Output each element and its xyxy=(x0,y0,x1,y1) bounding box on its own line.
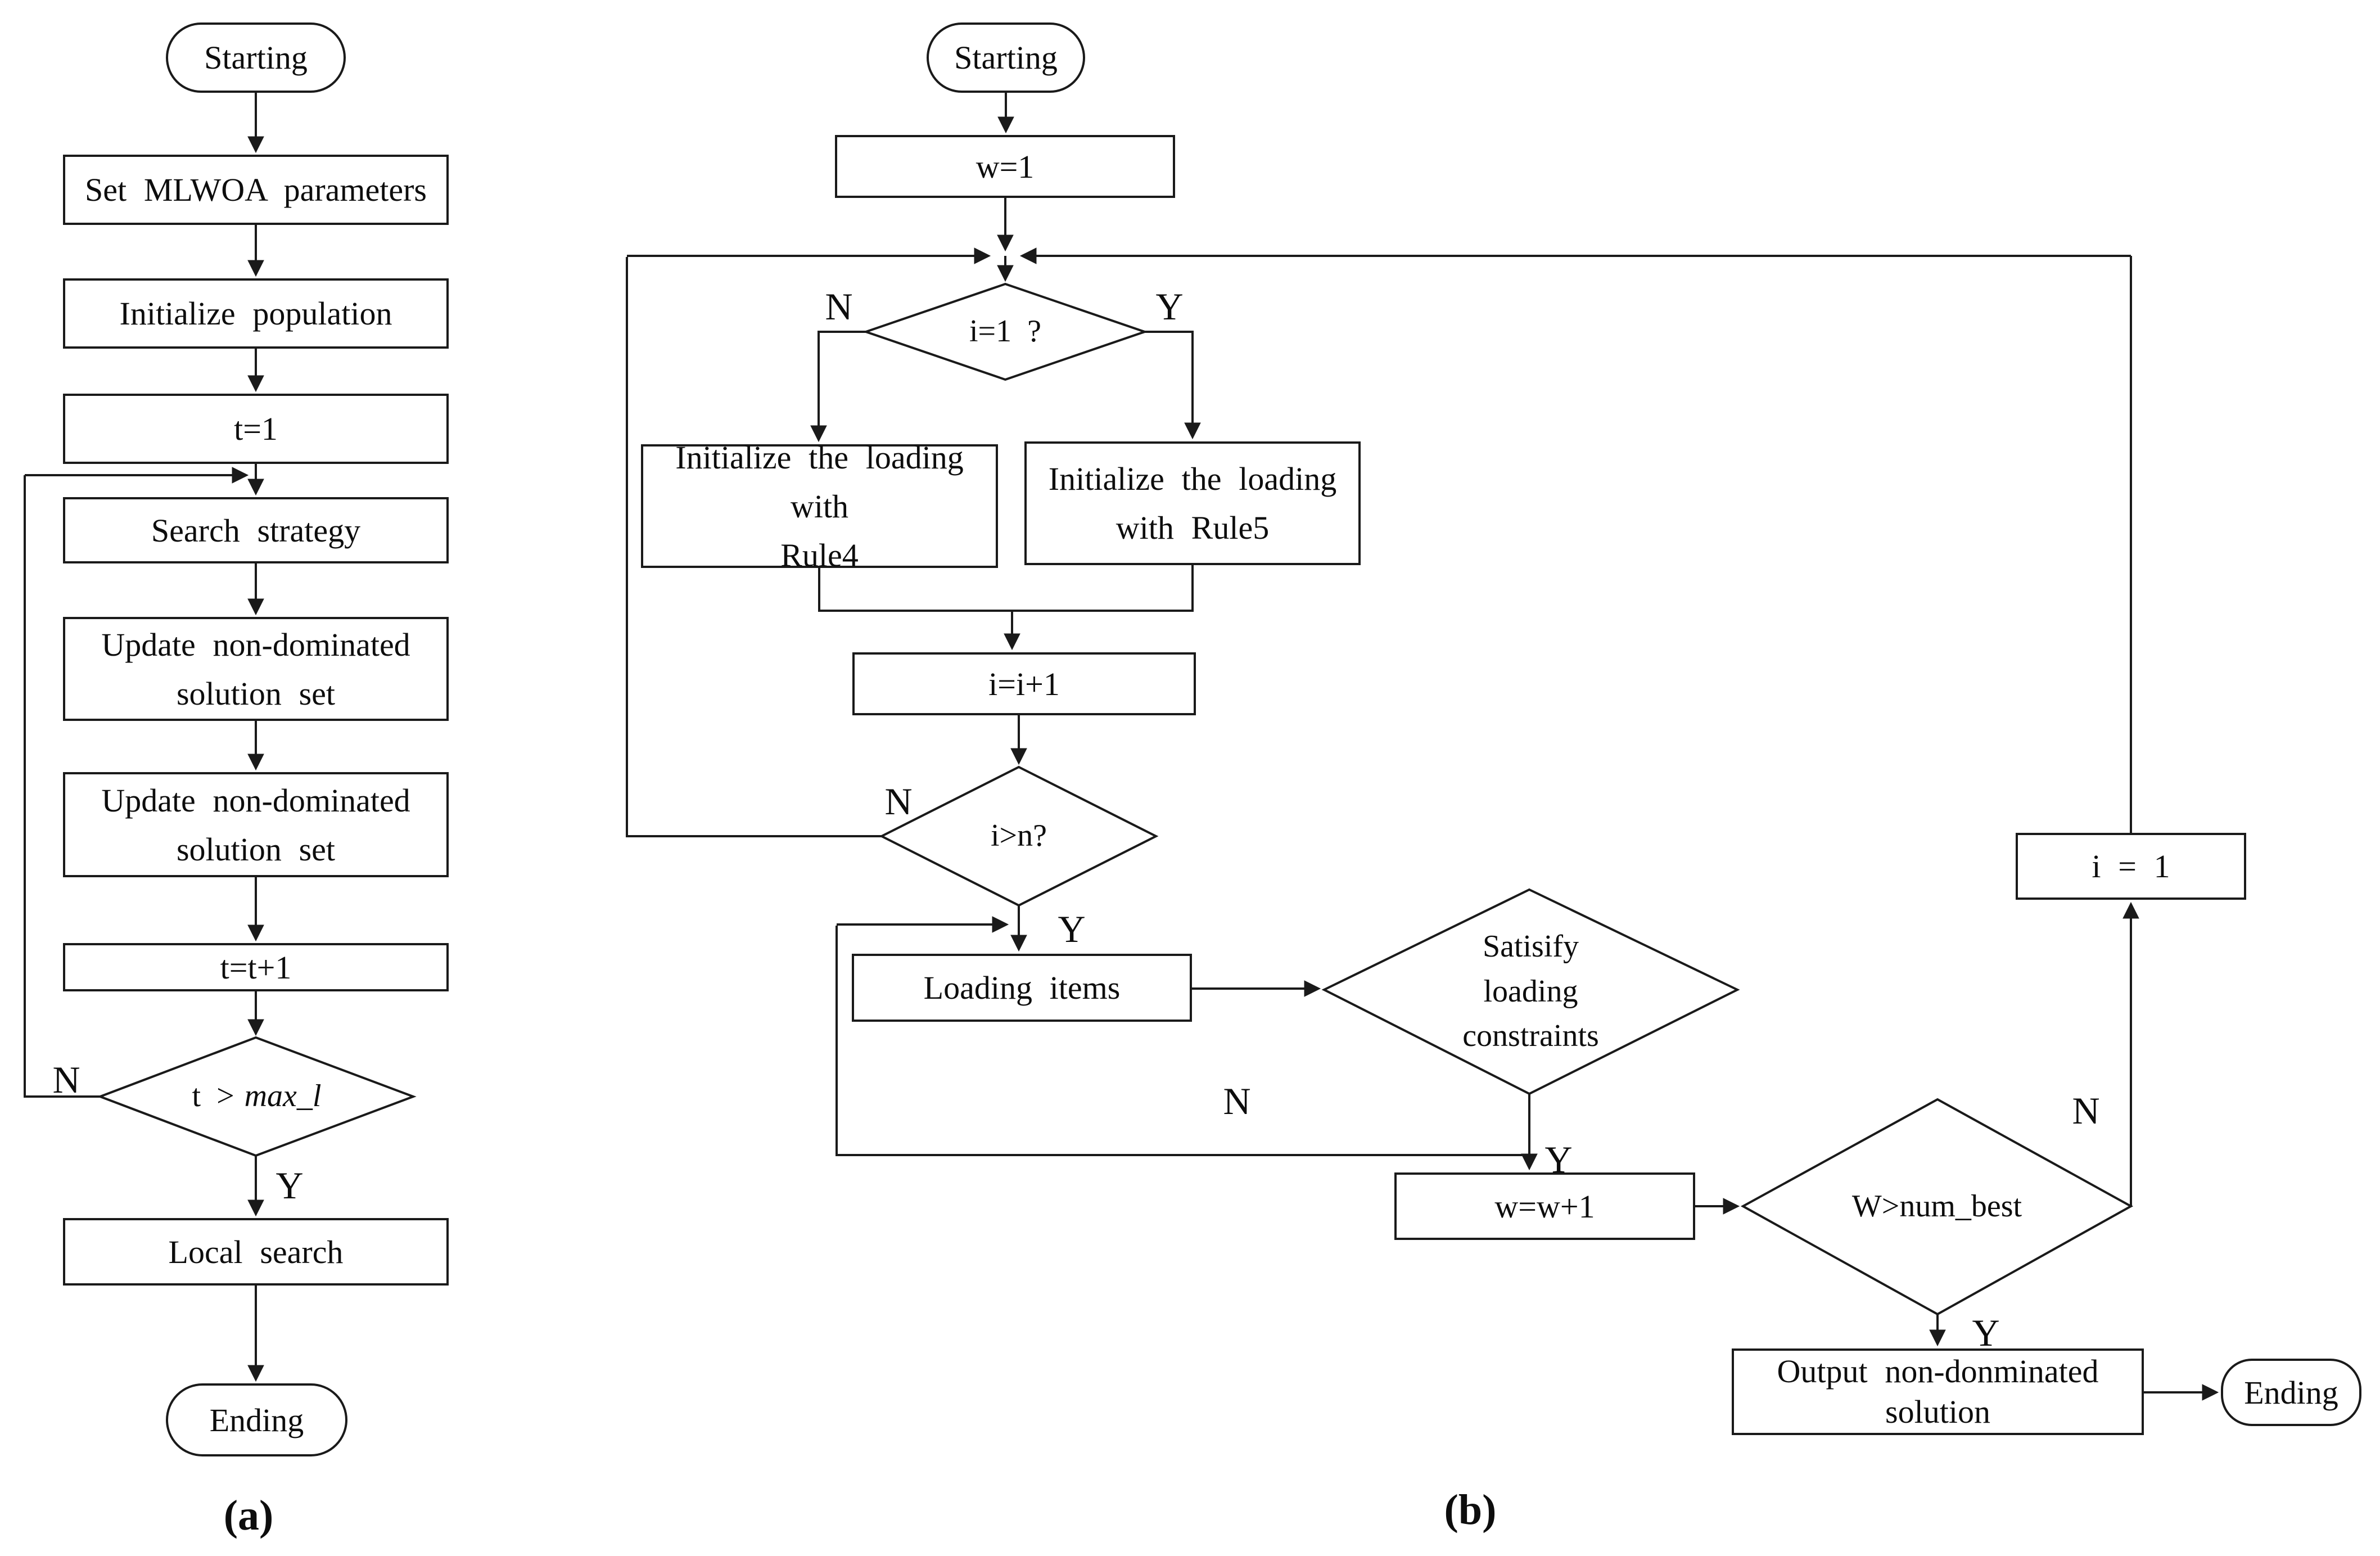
label-b-i1-y-text: Y xyxy=(1155,285,1184,328)
caption-panel-a-text: (a) xyxy=(223,1491,274,1539)
diamond-b-satisfy-shape xyxy=(1321,888,1740,1095)
label-a-y: Y xyxy=(261,1163,318,1208)
diamond-b-i-gt-n-text: i>n? xyxy=(991,818,1047,854)
cond-a-variable: max_l xyxy=(244,1079,322,1114)
node-b-w-init-label: w=1 xyxy=(976,148,1035,185)
node-a-start-label: Starting xyxy=(204,39,308,76)
node-b-i-inc: i=i+1 xyxy=(852,652,1196,715)
label-a-n: N xyxy=(38,1057,94,1102)
caption-panel-b-text: (b) xyxy=(1444,1486,1497,1534)
node-a-update-1: Update non-dominated solution set xyxy=(63,617,449,721)
node-a-update-1-line2: solution set xyxy=(176,675,336,712)
node-b-rule4-line2: Rule4 xyxy=(780,536,859,574)
diamond-b-i-eq-1-label: i=1 ? xyxy=(866,284,1145,380)
label-b-sat-n: N xyxy=(1209,1079,1265,1124)
node-a-start: Starting xyxy=(166,22,346,93)
node-a-update-2-line1: Update non-dominated xyxy=(101,782,410,819)
node-b-rule5-line1: Initialize the loading xyxy=(1048,461,1337,497)
diamond-b-w-num-best-label: W>num_best xyxy=(1743,1099,2131,1314)
edge-b-sat-n-loop xyxy=(836,926,1529,1156)
node-b-start-label: Starting xyxy=(954,39,1058,76)
node-a-local-search: Local search xyxy=(63,1218,449,1286)
node-b-rule5-line2: with Rule5 xyxy=(1116,509,1270,546)
caption-panel-b: (b) xyxy=(1414,1482,1527,1538)
label-b-i1-n-text: N xyxy=(825,285,853,328)
node-a-local-search-label: Local search xyxy=(168,1233,344,1270)
caption-panel-a: (a) xyxy=(192,1487,305,1544)
node-a-search-strategy: Search strategy xyxy=(63,497,449,563)
node-a-search-strategy-label: Search strategy xyxy=(151,512,361,549)
node-b-start: Starting xyxy=(927,22,1085,93)
node-b-rule4: Initialize the loading with Rule4 xyxy=(641,439,998,574)
edge-b-i1-n-rule4 xyxy=(810,331,866,443)
node-a-set-params-label: Set MLWOA parameters xyxy=(84,172,427,208)
node-b-w-inc: w=w+1 xyxy=(1394,1172,1695,1240)
node-a-t-inc-label: t=t+1 xyxy=(220,949,292,986)
label-b-w-y: Y xyxy=(1958,1310,2014,1355)
diamond-b-w-num-best-text: W>num_best xyxy=(1851,1189,2022,1224)
diamond-b-satisfy-line2: loading xyxy=(1483,973,1578,1009)
label-b-w-n: N xyxy=(2058,1088,2114,1133)
label-b-i1-y: Y xyxy=(1141,284,1198,329)
label-a-y-text: Y xyxy=(276,1163,304,1207)
diamond-a-t-max-shape xyxy=(97,1036,417,1157)
node-a-update-2-line2: solution set xyxy=(176,831,336,868)
label-a-n-text: N xyxy=(52,1058,80,1101)
diamond-b-satisfy-line1: Satisify xyxy=(1482,929,1579,964)
node-b-w-init: w=1 xyxy=(835,135,1175,198)
label-b-in-n: N xyxy=(870,779,927,824)
diamond-b-satisfy-label: Satisify loading constraints xyxy=(1324,890,1737,1094)
node-a-init-population: Initialize population xyxy=(63,278,449,349)
diamond-a-t-max-label: t > max_l xyxy=(100,1038,413,1156)
diamond-b-w-num-best-shape xyxy=(1740,1098,2134,1316)
node-b-rule4-line1: Initialize the loading with xyxy=(675,439,964,525)
label-b-in-y-text: Y xyxy=(1058,907,1086,950)
label-b-sat-y: Y xyxy=(1530,1137,1587,1182)
edge-a-n-loop xyxy=(24,475,100,1098)
label-b-in-n-text: N xyxy=(884,779,913,823)
node-a-init-population-label: Initialize population xyxy=(119,295,392,332)
node-b-loading-items-label: Loading items xyxy=(923,969,1121,1006)
label-b-i1-n: N xyxy=(811,284,867,329)
node-b-i-inc-label: i=i+1 xyxy=(988,665,1060,702)
node-a-set-params: Set MLWOA parameters xyxy=(63,155,449,225)
label-b-in-y: Y xyxy=(1044,906,1100,951)
node-a-t-init: t=1 xyxy=(63,394,449,464)
label-b-sat-y-text: Y xyxy=(1544,1138,1573,1181)
node-b-output-line1: Output non-donminated xyxy=(1777,1352,2099,1390)
node-b-end-label: Ending xyxy=(2244,1374,2338,1411)
node-a-t-init-label: t=1 xyxy=(234,411,278,447)
cond-a-prefix: t > xyxy=(192,1079,234,1114)
node-b-i-reset-label: i = 1 xyxy=(2092,848,2170,885)
edge-b-i1-y-rule5 xyxy=(1145,331,1201,440)
label-b-w-y-text: Y xyxy=(1972,1311,2000,1354)
diamond-b-i-gt-n-label: i>n? xyxy=(882,767,1156,905)
label-b-w-n-text: N xyxy=(2072,1089,2100,1132)
node-b-loading-items: Loading items xyxy=(852,954,1192,1022)
edge-b-in-n-loop xyxy=(626,257,882,837)
diamond-b-i-gt-n-shape xyxy=(879,765,1159,907)
diamond-b-i-eq-1-shape xyxy=(862,282,1149,381)
node-b-rule5: Initialize the loading with Rule5 xyxy=(1024,441,1361,565)
node-b-i-reset: i = 1 xyxy=(2016,833,2246,900)
node-a-end-label: Ending xyxy=(209,1401,304,1438)
node-b-output-line2: solution xyxy=(1885,1393,1990,1430)
node-a-end: Ending xyxy=(166,1383,347,1456)
node-a-update-2: Update non-dominated solution set xyxy=(63,772,449,877)
node-b-output: Output non-donminated solution xyxy=(1732,1348,2144,1435)
diamond-a-t-max-text: t > max_l xyxy=(192,1074,322,1119)
node-a-t-inc: t=t+1 xyxy=(63,943,449,991)
edge-b-rules-join xyxy=(818,565,1194,612)
node-a-update-1-line1: Update non-dominated xyxy=(101,626,410,663)
diamond-b-i-eq-1-text: i=1 ? xyxy=(969,314,1041,349)
node-b-w-inc-label: w=w+1 xyxy=(1494,1188,1595,1225)
diamond-b-satisfy-line3: constraints xyxy=(1462,1018,1599,1054)
label-b-sat-n-text: N xyxy=(1223,1079,1251,1122)
node-b-end: Ending xyxy=(2221,1359,2361,1426)
